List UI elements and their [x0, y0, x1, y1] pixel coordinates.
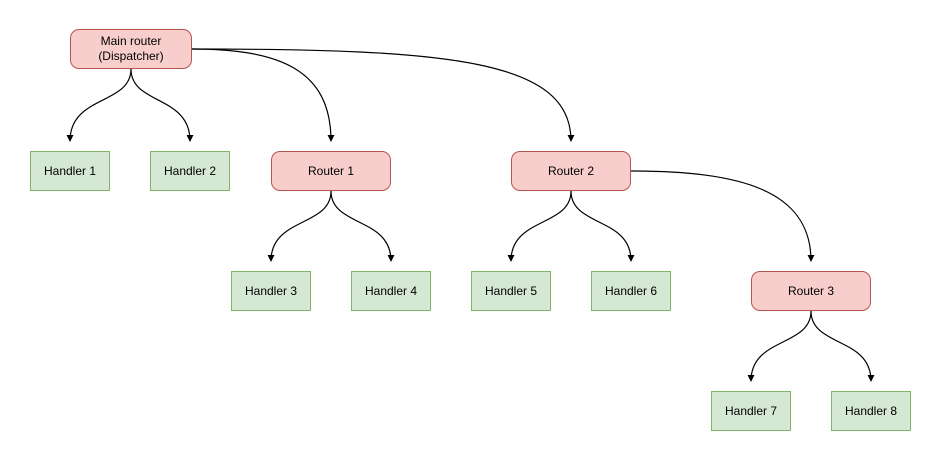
- edge-main-router-to-handler-2: [130, 68, 194, 142]
- node-main-router-label: Main router (Dispatcher): [98, 34, 164, 63]
- edge-main-router-to-handler-1: [66, 68, 132, 142]
- edge-router-1-to-handler-4: [330, 190, 395, 262]
- edge-router-1-to-handler-3: [267, 190, 332, 262]
- edge-router-3-to-handler-7: [747, 310, 812, 382]
- node-handler-2[interactable]: Handler 2: [150, 151, 230, 191]
- node-handler-7[interactable]: Handler 7: [711, 391, 791, 431]
- node-handler-8[interactable]: Handler 8: [831, 391, 911, 431]
- node-handler-1[interactable]: Handler 1: [30, 151, 110, 191]
- edges-group: [66, 48, 875, 382]
- edge-main-router-to-router-2: [191, 48, 575, 142]
- node-main-router[interactable]: Main router (Dispatcher): [70, 29, 192, 69]
- node-router-3-label: Router 3: [787, 283, 835, 298]
- node-handler-5[interactable]: Handler 5: [471, 271, 551, 311]
- node-handler-4[interactable]: Handler 4: [351, 271, 431, 311]
- node-handler-6[interactable]: Handler 6: [591, 271, 671, 311]
- node-router-3[interactable]: Router 3: [751, 271, 871, 311]
- node-router-2[interactable]: Router 2: [511, 151, 631, 191]
- node-handler-4-label: Handler 4: [364, 283, 418, 298]
- edge-router-2-to-handler-5: [507, 190, 572, 262]
- node-handler-1-label: Handler 1: [43, 163, 97, 178]
- node-handler-7-label: Handler 7: [724, 403, 778, 418]
- edge-router-2-to-handler-6: [570, 190, 635, 262]
- node-handler-5-label: Handler 5: [484, 283, 538, 298]
- node-router-2-label: Router 2: [547, 163, 595, 178]
- node-handler-8-label: Handler 8: [844, 403, 898, 418]
- node-handler-6-label: Handler 6: [604, 283, 658, 298]
- edge-router-3-to-handler-8: [810, 310, 875, 382]
- node-handler-3-label: Handler 3: [244, 283, 298, 298]
- node-router-1-label: Router 1: [307, 163, 355, 178]
- node-handler-2-label: Handler 2: [163, 163, 217, 178]
- node-router-1[interactable]: Router 1: [271, 151, 391, 191]
- node-handler-3[interactable]: Handler 3: [231, 271, 311, 311]
- edge-main-router-to-router-1: [191, 48, 335, 142]
- edge-router-2-to-router-3: [630, 170, 815, 262]
